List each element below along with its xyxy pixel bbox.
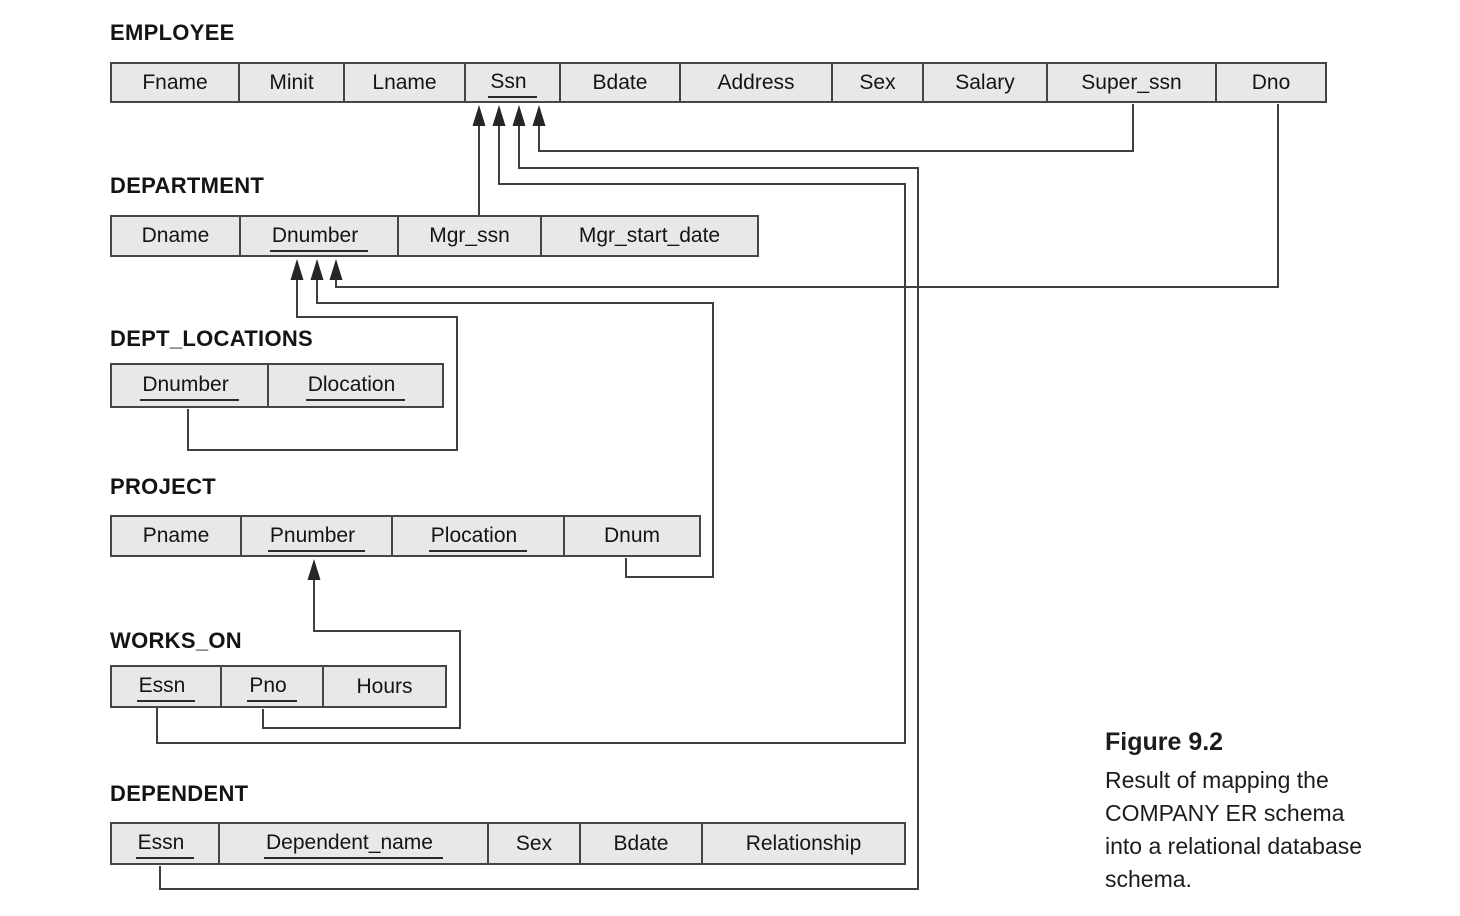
cell-employee-minit: Minit <box>238 64 343 101</box>
table-department: Dname Dnumber Mgr_ssn Mgr_start_date <box>110 215 759 257</box>
attribute-label: Relationship <box>745 831 862 855</box>
key-attribute-label: Dnumber <box>269 221 369 252</box>
cell-employee-lname: Lname <box>343 64 464 101</box>
cell-department-dname: Dname <box>112 217 239 255</box>
cell-dependent-bdate: Bdate <box>579 824 701 863</box>
cell-employee-ssn: Ssn <box>464 64 559 101</box>
fk-arrow-project-dnum-to-department-dnumber <box>310 259 714 578</box>
cell-works_on-hours: Hours <box>322 667 445 706</box>
attribute-label: Sex <box>515 831 553 855</box>
key-attribute-label: Essn <box>135 828 195 859</box>
cell-employee-sex: Sex <box>831 64 922 101</box>
table-dept_locations: Dnumber Dlocation <box>110 363 444 408</box>
attribute-label: Address <box>717 70 795 94</box>
key-attribute-label: Pnumber <box>267 521 366 552</box>
cell-department-mgr_ssn: Mgr_ssn <box>397 217 540 255</box>
key-attribute-label: Dependent_name <box>264 828 443 859</box>
attribute-label: Dname <box>141 224 210 247</box>
key-attribute-label: Dlocation <box>305 370 406 401</box>
cell-employee-address: Address <box>679 64 831 101</box>
cell-dependent-dependent_name: Dependent_name <box>218 824 487 863</box>
attribute-label: Minit <box>269 70 314 94</box>
fk-arrow-works_on-essn-to-employee-ssn <box>156 105 906 744</box>
cell-dept_locations-dlocation: Dlocation <box>267 365 442 406</box>
figure-caption: Figure 9.2 Result of mapping the COMPANY… <box>1105 728 1435 896</box>
attribute-label: Lname <box>372 70 437 94</box>
fk-arrow-employee-super_ssn-to-employee-ssn <box>532 104 1134 152</box>
attribute-label: Bdate <box>592 70 648 94</box>
cell-dependent-relationship: Relationship <box>701 824 904 863</box>
fk-arrow-dept_locations-dnumber-to-department-dnumber <box>187 259 458 451</box>
cell-project-dnum: Dnum <box>563 517 699 555</box>
cell-department-mgr_start_date: Mgr_start_date <box>540 217 757 255</box>
key-attribute-label: Ssn <box>488 67 537 98</box>
cell-dept_locations-dnumber: Dnumber <box>112 365 267 406</box>
key-attribute-label: Plocation <box>428 521 528 552</box>
attribute-label: Mgr_start_date <box>578 224 721 247</box>
fk-arrow-dependent-essn-to-employee-ssn <box>159 105 919 890</box>
attribute-label: Salary <box>955 70 1015 94</box>
cell-employee-super_ssn: Super_ssn <box>1046 64 1215 101</box>
key-attribute-label: Pno <box>247 671 297 702</box>
table-label-department: DEPARTMENT <box>110 173 265 198</box>
attribute-label: Dno <box>1251 70 1291 94</box>
table-label-dependent: DEPENDENT <box>110 781 249 806</box>
cell-employee-salary: Salary <box>922 64 1046 101</box>
key-attribute-label: Dnumber <box>140 370 239 401</box>
fk-arrow-employee-dno-to-department-dnumber <box>329 104 1279 288</box>
cell-dependent-essn: Essn <box>112 824 218 863</box>
cell-project-plocation: Plocation <box>391 517 563 555</box>
attribute-label: Dnum <box>603 524 661 547</box>
attribute-label: Mgr_ssn <box>429 224 510 247</box>
attribute-label: Bdate <box>613 831 669 855</box>
attribute-label: Sex <box>859 70 896 94</box>
figure-caption-title: Figure 9.2 <box>1105 728 1224 756</box>
cell-works_on-essn: Essn <box>112 667 220 706</box>
cell-department-dnumber: Dnumber <box>239 217 397 255</box>
table-label-works_on: WORKS_ON <box>110 628 242 653</box>
cell-employee-dno: Dno <box>1215 64 1325 101</box>
table-works_on: Essn Pno Hours <box>110 665 447 708</box>
cell-project-pnumber: Pnumber <box>240 517 391 555</box>
table-project: Pname Pnumber Plocation Dnum <box>110 515 701 557</box>
fk-arrow-department-mgr_ssn-to-employee-ssn <box>472 105 486 216</box>
fk-arrow-works_on-pno-to-project-pnumber <box>262 559 461 729</box>
attribute-label: Pname <box>142 524 210 547</box>
cell-works_on-pno: Pno <box>220 667 322 706</box>
figure-caption-text: Result of mapping the COMPANY ER schema … <box>1105 767 1363 892</box>
table-label-employee: EMPLOYEE <box>110 20 235 45</box>
cell-employee-fname: Fname <box>112 64 238 101</box>
table-dependent: Essn Dependent_name Sex Bdate Relationship <box>110 822 906 865</box>
cell-employee-bdate: Bdate <box>559 64 679 101</box>
attribute-label: Super_ssn <box>1081 70 1182 94</box>
table-label-dept_locations: DEPT_LOCATIONS <box>110 326 314 351</box>
attribute-label: Fname <box>142 70 208 94</box>
table-employee: Fname Minit Lname Ssn Bdate Address Sex Salary S… <box>110 62 1327 103</box>
key-attribute-label: Essn <box>136 671 196 702</box>
cell-project-pname: Pname <box>112 517 240 555</box>
table-label-project: PROJECT <box>110 474 217 499</box>
attribute-label: Hours <box>356 674 413 698</box>
cell-dependent-sex: Sex <box>487 824 579 863</box>
